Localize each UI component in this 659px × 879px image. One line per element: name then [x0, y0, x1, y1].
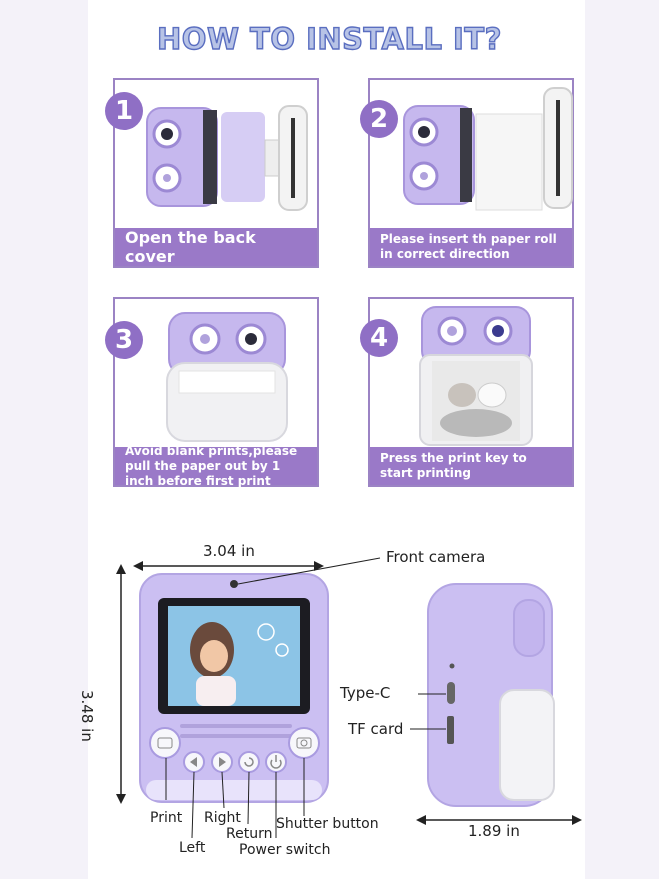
step-caption-3: Avoid blank prints,please pull the paper…	[115, 444, 317, 488]
step-number-4: 4	[360, 319, 398, 357]
step-number-2: 2	[360, 100, 398, 138]
width-dimension: 3.04 in	[203, 542, 255, 560]
step-caption-2: Please insert th paper roll in correct d…	[370, 228, 572, 266]
dimension-diagram	[116, 557, 582, 839]
power-switch-label: Power switch	[239, 842, 331, 858]
return-button-icon	[238, 751, 260, 773]
step-card-2: 2 Please insert th paper roll in correct…	[360, 78, 574, 268]
step-card-1: 1 Open the back cover	[105, 78, 319, 268]
tf-card-label: TF card	[348, 720, 404, 738]
camera-pull-paper-illustration	[166, 312, 288, 442]
depth-dimension: 1.89 in	[468, 822, 520, 840]
height-dimension: 3.48 in	[78, 690, 96, 742]
camera-insert-paper-illustration	[403, 87, 573, 211]
camera-open-cover-illustration	[146, 105, 308, 211]
left-label: Left	[179, 840, 206, 856]
step-card-4: 4 Press the print key to start printing	[360, 297, 574, 487]
page-title: HOW TO INSTALL IT?	[156, 21, 502, 56]
step-card-3: 3 Avoid blank prints,please pull the pap…	[105, 297, 319, 488]
front-camera-label: Front camera	[386, 548, 486, 566]
shutter-button-icon	[288, 727, 320, 759]
step-number-1: 1	[105, 92, 143, 130]
step-caption-1: Open the back cover	[115, 228, 317, 266]
print-button-icon	[149, 727, 181, 759]
type-c-label: Type-C	[340, 684, 391, 702]
shutter-button-label: Shutter button	[276, 816, 379, 832]
step-caption-4: Press the print key to start printing	[370, 447, 572, 485]
return-label: Return	[226, 826, 273, 842]
print-label: Print	[150, 810, 183, 826]
step-number-3: 3	[105, 321, 143, 359]
right-label: Right	[204, 810, 241, 826]
camera-printing-photo-illustration	[419, 306, 533, 446]
